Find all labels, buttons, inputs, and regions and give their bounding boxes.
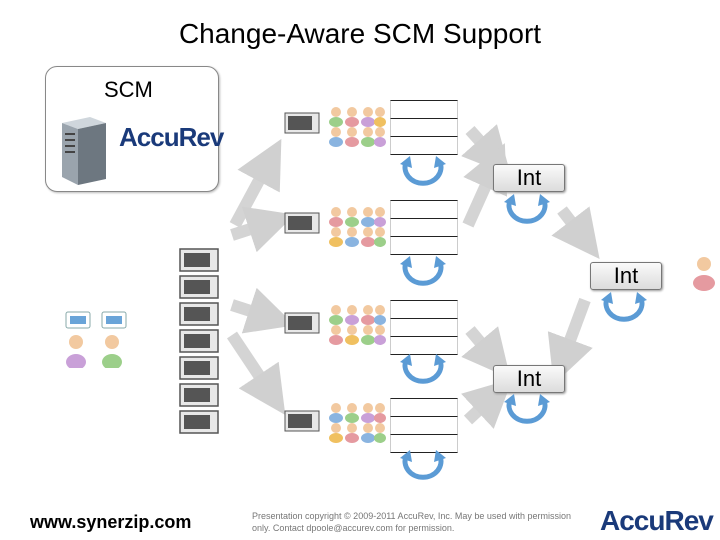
stream-stack-icon <box>390 398 458 453</box>
arrow-icon <box>547 297 593 385</box>
developer-pair <box>65 311 127 368</box>
workspace-row-4 <box>284 410 320 437</box>
integration-stream-2: Int <box>590 262 662 290</box>
footer-url: www.synerzip.com <box>30 512 192 532</box>
arrow-icon <box>227 331 286 415</box>
arrow-icon <box>461 124 511 176</box>
cycle-arrow-icon <box>400 450 446 480</box>
workspace-row-1 <box>284 112 320 139</box>
cycle-arrow-icon <box>504 194 550 224</box>
cycle-arrow-icon <box>400 156 446 186</box>
depot-workspace-stack <box>178 248 220 441</box>
team-people-icon <box>329 207 386 247</box>
cycle-arrow-icon <box>400 354 446 384</box>
arrow-icon <box>229 138 282 228</box>
person-icon <box>693 257 715 291</box>
arrow-icon <box>461 378 513 429</box>
person-icon <box>66 335 122 368</box>
scm-label: SCM <box>104 77 153 102</box>
team-people-icon <box>329 107 386 147</box>
team-people-icon <box>329 403 386 443</box>
page-title: Change-Aware SCM Support <box>178 18 542 49</box>
stream-stack-icon <box>390 300 458 355</box>
cycle-arrow-icon <box>601 292 647 322</box>
copyright-notice: Presentation copyright © 2009-2011 AccuR… <box>252 511 571 533</box>
integration-stream-1: Int <box>493 164 565 192</box>
stream-stack-icon <box>390 100 458 155</box>
arrow-icon <box>230 287 295 334</box>
speech-bubble-icon <box>65 311 127 329</box>
arrow-icon <box>462 143 508 228</box>
workspace-icon <box>179 248 219 434</box>
workspace-icon <box>284 312 320 334</box>
accurev-footer-logo: AccuRev <box>600 505 714 536</box>
arrow-icon <box>461 326 511 379</box>
arrow-icon <box>230 206 295 253</box>
cycle-arrow-icon <box>504 394 550 424</box>
workspace-icon <box>284 112 320 134</box>
stream-stack-icon <box>390 200 458 255</box>
accurev-logo: AccuRev <box>119 122 224 152</box>
arrow-icon <box>551 206 600 260</box>
workspace-icon <box>284 212 320 234</box>
cycle-arrow-icon <box>400 256 446 286</box>
workspace-row-3 <box>284 312 320 339</box>
workspace-row-2 <box>284 212 320 239</box>
scm-server-panel: SCM AccuRev <box>45 66 224 192</box>
server-icon <box>62 117 106 185</box>
workspace-icon <box>284 410 320 432</box>
team-people-icon <box>329 305 386 345</box>
integration-stream-3: Int <box>493 365 565 393</box>
